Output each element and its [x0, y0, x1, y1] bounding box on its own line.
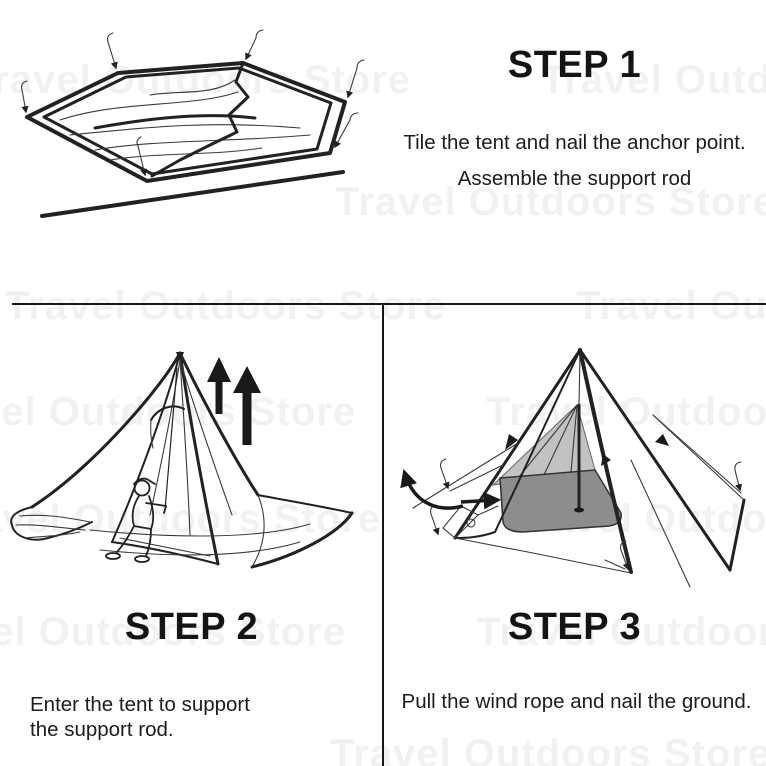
step2-title: STEP 2 — [124, 606, 259, 648]
step3-title: STEP 3 — [507, 606, 642, 648]
pull-arrow-icons — [400, 468, 502, 510]
tent-footprint-hexagon — [25, 61, 347, 183]
step2-instruction-line1: Enter the tent to support — [30, 693, 250, 716]
step2-instruction-line2: the support rod. — [30, 718, 174, 741]
assembled-support-rod — [40, 170, 345, 218]
stake-nail-arrows — [430, 458, 743, 571]
step2-figure-person-raising-rod — [10, 351, 354, 569]
center-seam-zipper — [150, 61, 250, 178]
step3-figure-pitched-tent — [400, 348, 746, 588]
wind-ropes — [412, 414, 742, 588]
tent-fabric-wrinkles — [59, 61, 311, 178]
left-fabric-skirt — [10, 506, 93, 541]
step3-instruction-line1: Pull the wind rope and nail the ground. — [401, 690, 752, 713]
support-rod — [164, 367, 178, 511]
step1-title: STEP 1 — [507, 44, 642, 86]
step2-instruction: Enter the tent to support the support ro… — [30, 692, 360, 742]
step1-figure-tent-laid-flat — [21, 29, 365, 218]
tent-floor — [499, 469, 622, 533]
person-crouching — [105, 477, 167, 563]
up-arrow-icons — [207, 357, 261, 445]
step1-instruction-line1: Tile the tent and nail the anchor point. — [403, 131, 746, 154]
tent-outline — [30, 351, 354, 569]
horizontal-divider — [12, 303, 766, 305]
step1-instruction-line2: Assemble the support rod — [457, 167, 692, 190]
anchor-nail-arrows — [21, 29, 365, 177]
tent-outline — [453, 348, 746, 574]
door-and-ground — [89, 405, 311, 565]
inner-tent — [491, 351, 622, 533]
vertical-divider — [382, 304, 384, 766]
